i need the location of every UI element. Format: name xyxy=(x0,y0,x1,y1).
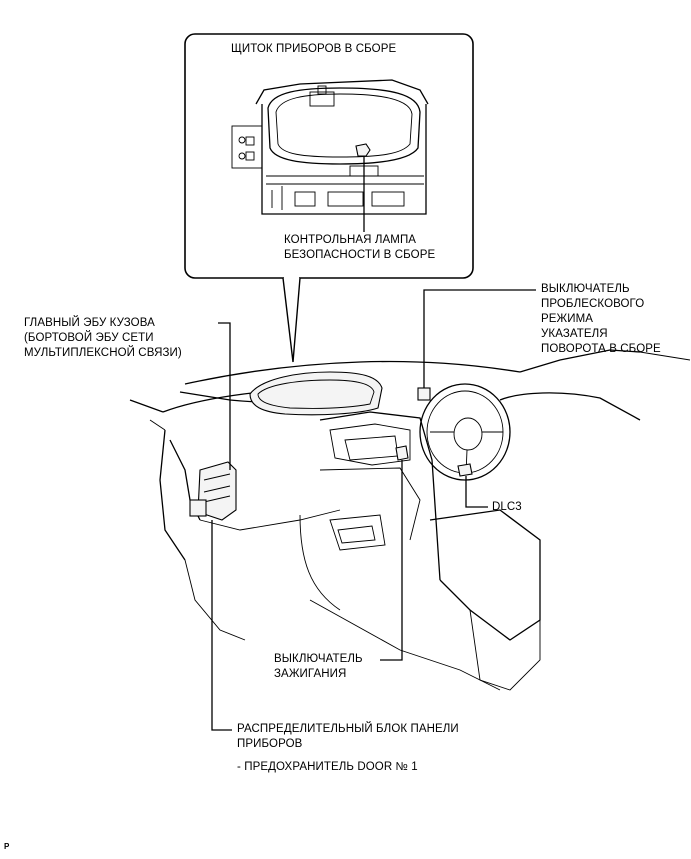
hazard-switch-part xyxy=(417,387,431,401)
security-lamp-label: КОНТРОЛЬНАЯ ЛАМПА БЕЗОПАСНОСТИ В СБОРЕ xyxy=(284,234,436,261)
cluster-in-dash xyxy=(249,371,383,416)
hazard-switch-label: ВЫКЛЮЧАТЕЛЬ ПРОБЛЕСКОВОГО РЕЖИМА УКАЗАТЕ… xyxy=(541,283,661,355)
cluster-title-label: ЩИТОК ПРИБОРОВ В СБОРЕ xyxy=(231,43,397,55)
dlc3-label: DLC3 xyxy=(492,501,522,513)
fuse-label: - ПРЕДОХРАНИТЕЛЬ DOOR № 1 xyxy=(237,761,418,773)
ignition-switch-label: ВЫКЛЮЧАТЕЛЬ ЗАЖИГАНИЯ xyxy=(274,653,363,680)
junction-block-label: РАСПРЕДЕЛИТЕЛЬНЫЙ БЛОК ПАНЕЛИ ПРИБОРОВ xyxy=(237,723,459,750)
ignition-switch-part xyxy=(395,445,409,461)
inset-frame xyxy=(184,33,474,279)
inset-pointer xyxy=(282,277,301,363)
instrument-cluster-drawing xyxy=(231,79,429,232)
dlc3-part xyxy=(457,463,473,477)
body-ecu-part xyxy=(189,461,237,521)
body-ecu-label: ГЛАВНЫЙ ЭБУ КУЗОВА (БОРТОВОЙ ЭБУ СЕТИ МУ… xyxy=(24,317,182,359)
corner-mark: P xyxy=(4,842,10,851)
dashboard-outline xyxy=(129,349,691,691)
leader-lines xyxy=(211,289,536,731)
